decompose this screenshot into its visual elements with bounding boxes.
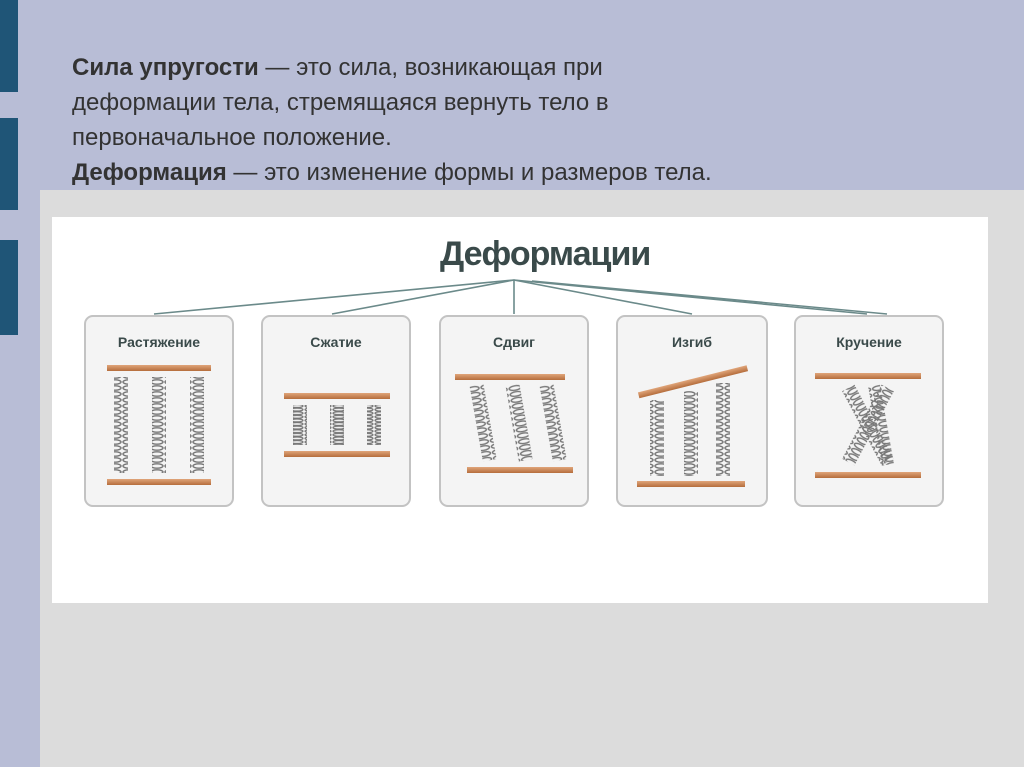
spring-icon: [114, 377, 128, 473]
spring-icon: [330, 405, 344, 445]
definition-deformation-text: — это изменение формы и размеров тела.: [226, 159, 712, 186]
term-deformation: Деформация: [72, 159, 227, 186]
spring-icon: [716, 383, 730, 476]
term-elastic-force: Сила упругости: [72, 54, 259, 81]
card-shear: Сдвиг: [439, 315, 589, 507]
spring-icon: [505, 384, 533, 462]
slide-text: Сила упругости — это сила, возникающая п…: [72, 50, 972, 190]
plate-top: [284, 393, 390, 399]
definition-elastic-force: Сила упругости — это сила, возникающая п…: [72, 50, 972, 85]
plate-bottom: [107, 479, 211, 485]
slide-tab-top: [0, 0, 18, 92]
deformation-diagram: Деформации Растяжение Сжатие: [52, 217, 988, 603]
spring-icon: [293, 405, 307, 445]
plate-top: [637, 365, 749, 399]
spring-icon: [367, 405, 381, 445]
plate-top: [107, 365, 211, 371]
plate-top: [455, 374, 565, 380]
spring-icon: [190, 377, 204, 473]
spring-icon: [650, 400, 664, 476]
plate-bottom: [284, 451, 390, 457]
card-label-bend: Изгиб: [672, 334, 712, 350]
spring-icon: [152, 377, 166, 473]
card-compress: Сжатие: [261, 315, 411, 507]
diagram-connectors: [153, 279, 888, 315]
definition-line-3: первоначальное положение.: [72, 124, 392, 151]
card-label-compress: Сжатие: [310, 334, 362, 350]
card-twist: Кручение: [794, 315, 944, 507]
card-label-twist: Кручение: [836, 334, 902, 350]
diagram-title: Деформации: [440, 235, 650, 273]
definition-deformation: Деформация — это изменение формы и разме…: [72, 155, 972, 190]
slide-tab-bottom: [0, 240, 18, 335]
slide-tab-middle: [0, 118, 18, 210]
card-label-shear: Сдвиг: [493, 334, 535, 350]
card-label-stretch: Растяжение: [118, 334, 200, 350]
plate-bottom: [815, 472, 921, 478]
plate-bottom: [467, 467, 573, 473]
plate-top: [815, 373, 921, 379]
spring-icon: [469, 384, 497, 462]
spring-icon: [539, 384, 567, 462]
spring-icon: [868, 384, 894, 466]
plate-bottom: [637, 481, 745, 487]
definition-elastic-force-text: — это сила, возникающая при: [258, 54, 603, 81]
card-stretch: Растяжение: [84, 315, 234, 507]
card-bend: Изгиб: [616, 315, 768, 507]
diagram-svg: Деформации Растяжение Сжатие: [84, 235, 944, 507]
spring-icon: [684, 391, 698, 476]
definition-line-2: деформации тела, стремящаяся вернуть тел…: [72, 89, 609, 116]
